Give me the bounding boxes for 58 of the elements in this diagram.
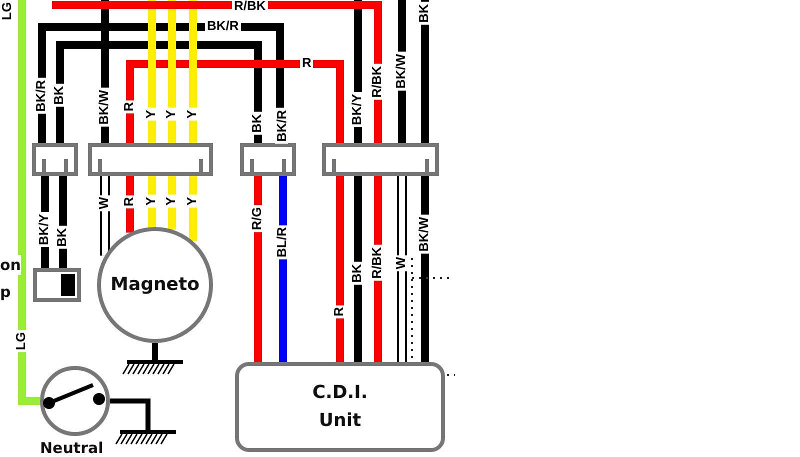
- wire-label: BK/W: [417, 215, 430, 254]
- wire: [399, 176, 405, 362]
- wire-label: Y: [185, 108, 198, 121]
- wire: [102, 176, 108, 256]
- wire: [148, 0, 156, 143]
- wire-label: R/BK: [232, 0, 268, 12]
- wire-connector: [88, 143, 213, 176]
- wire: [189, 0, 197, 143]
- wire: [354, 176, 362, 362]
- lamp-box: [33, 268, 81, 302]
- component-label: on: [0, 255, 21, 275]
- wire: [18, 0, 40, 405]
- wire-label: BK: [250, 112, 263, 135]
- wire: [168, 0, 176, 143]
- wire-label: BK: [417, 2, 430, 25]
- wire-label: Y: [144, 195, 157, 208]
- wire-label: BK/R: [205, 19, 241, 32]
- wire-label: LG: [14, 330, 27, 352]
- wire-label: BK/Y: [350, 92, 363, 128]
- wire-label: BK: [52, 84, 65, 107]
- wire-label: Y: [164, 108, 177, 121]
- component-label: Magneto: [110, 273, 200, 297]
- wire-label: Y: [164, 195, 177, 208]
- wire: [126, 176, 134, 233]
- wire-label: R/BK: [370, 64, 383, 100]
- wire-label: R: [332, 305, 345, 318]
- wire-label: Y: [144, 108, 157, 121]
- wire-label: R: [122, 100, 135, 114]
- wire-label: R/G: [250, 205, 263, 232]
- wire-label: R/BK: [370, 245, 383, 281]
- wire: [56, 41, 262, 143]
- wire: [168, 176, 176, 230]
- wire-label: BK: [350, 262, 363, 285]
- wire-label: BK: [55, 226, 68, 249]
- wire: [59, 176, 67, 268]
- wire-label: BK/Y: [37, 212, 50, 248]
- wire-label: BK/R: [34, 78, 47, 114]
- wire-label: W: [97, 195, 110, 212]
- wire: [421, 0, 429, 143]
- wire: [336, 176, 344, 362]
- wire-label: BK/R: [275, 108, 288, 144]
- wire-connector: [322, 143, 439, 176]
- wire-connector: [240, 143, 296, 176]
- wire: [126, 60, 344, 143]
- wire-label: R: [300, 56, 314, 69]
- wire-label: BK/W: [394, 52, 407, 91]
- wire-label: LG: [0, 0, 13, 22]
- wire-label: BK/W: [97, 88, 110, 127]
- wire: [189, 176, 197, 242]
- wire-label: W: [394, 255, 407, 272]
- wire: [148, 176, 156, 228]
- wire-label: R: [122, 195, 135, 208]
- wire-label: Y: [185, 195, 198, 208]
- cdi-unit-box: [235, 362, 445, 452]
- wire-label: BL/R: [275, 225, 288, 260]
- wire: [254, 176, 262, 362]
- wire-connector: [32, 143, 78, 176]
- component-label: C.D.I. Unit: [311, 381, 369, 433]
